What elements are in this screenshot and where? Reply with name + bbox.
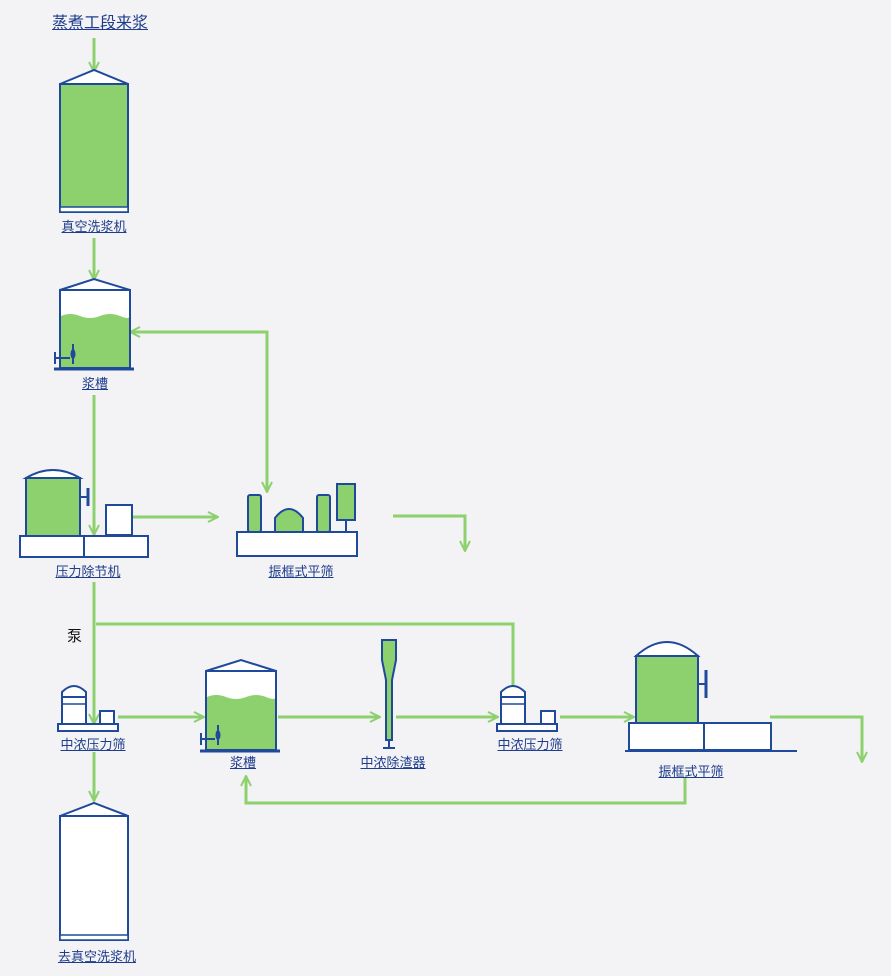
flow-mc-screen2-reject-return bbox=[96, 622, 515, 686]
flow-screen1-return-to-tank1 bbox=[130, 332, 269, 490]
mc-cleaner bbox=[381, 639, 397, 749]
flow-screen2-reject bbox=[770, 715, 862, 762]
mc-pressure-screen-2-label: 中浓压力筛 bbox=[497, 738, 563, 753]
vacuum-washer bbox=[59, 68, 129, 213]
vibrating-screen-1 bbox=[236, 483, 358, 557]
pulp-tank-2 bbox=[200, 658, 280, 753]
source-label: 蒸煮工段来浆 bbox=[51, 13, 149, 32]
vibrating-screen-2 bbox=[625, 641, 797, 752]
pulp-tank-2-label: 浆槽 bbox=[229, 756, 257, 771]
vibrating-screen-1-label: 振框式平筛 bbox=[268, 565, 334, 580]
mc-cleaner-label: 中浓除渣器 bbox=[360, 756, 426, 771]
mc-pressure-screen-2 bbox=[496, 685, 558, 732]
destination-label: 去真空洗浆机 bbox=[57, 950, 137, 965]
destination-vacuum-washer bbox=[59, 801, 129, 941]
vibrating-screen-2-label: 振框式平筛 bbox=[658, 765, 724, 780]
vacuum-washer-label: 真空洗浆机 bbox=[61, 220, 127, 235]
pump-label: 泵 bbox=[67, 627, 83, 645]
mc-pressure-screen-1-label: 中浓压力筛 bbox=[60, 738, 126, 753]
pressure-knotter-label: 压力除节机 bbox=[55, 565, 121, 580]
mc-pressure-screen-1 bbox=[57, 685, 119, 732]
pulp-tank-1 bbox=[54, 277, 134, 371]
flow-screen2-return-to-tank2 bbox=[246, 776, 687, 805]
flow-screen1-reject bbox=[393, 514, 465, 551]
pressure-knotter bbox=[19, 469, 149, 558]
pulp-tank-1-label: 浆槽 bbox=[81, 377, 109, 392]
